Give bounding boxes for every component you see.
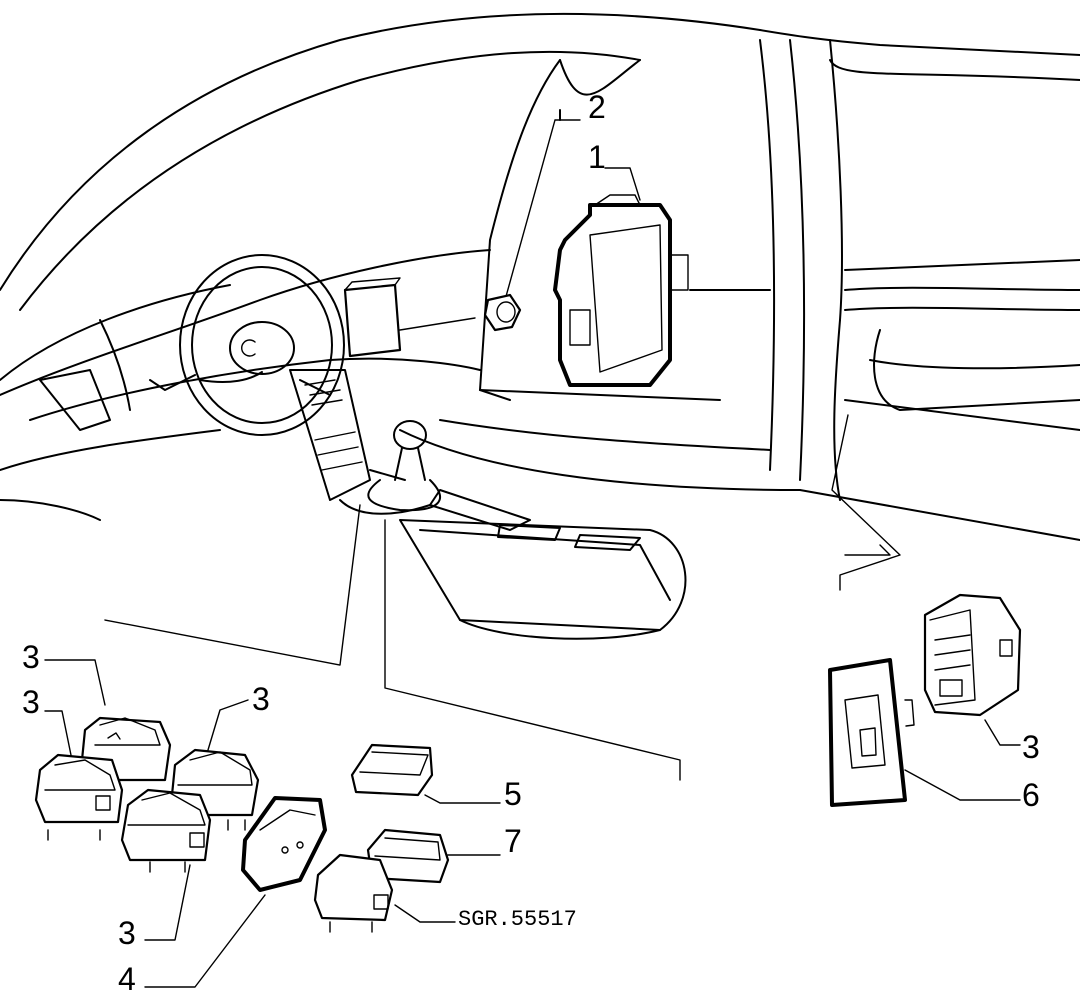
dashboard-module	[343, 277, 402, 358]
callout-labels: 1 2 3 3 3 3 3 4 5 6 7 SGR.55517	[22, 89, 1040, 991]
button-cap-part-5	[350, 743, 434, 797]
callout-3-b: 3	[22, 684, 40, 720]
callout-2: 2	[588, 89, 606, 125]
callout-3-e: 3	[1022, 729, 1040, 765]
car-interior-drawing	[0, 12, 1080, 640]
control-unit-part	[553, 194, 689, 387]
switch-sgr	[313, 853, 394, 933]
callout-3-a: 3	[22, 639, 40, 675]
rear-switch-part	[923, 593, 1022, 717]
callout-6: 6	[1022, 777, 1040, 813]
switch-bezel-part-6	[828, 658, 915, 807]
callout-7: 7	[504, 823, 522, 859]
grommet-part	[483, 293, 522, 332]
switch-part-4	[241, 796, 327, 892]
leader-lines	[44, 119, 1021, 988]
callout-5: 5	[504, 776, 522, 812]
callout-3-d: 3	[118, 915, 136, 951]
callout-3-c: 3	[252, 681, 270, 717]
callout-4: 4	[118, 961, 136, 991]
window-switch-parts	[34, 716, 260, 873]
drawing-code: SGR.55517	[458, 907, 577, 932]
callout-1: 1	[588, 139, 606, 175]
